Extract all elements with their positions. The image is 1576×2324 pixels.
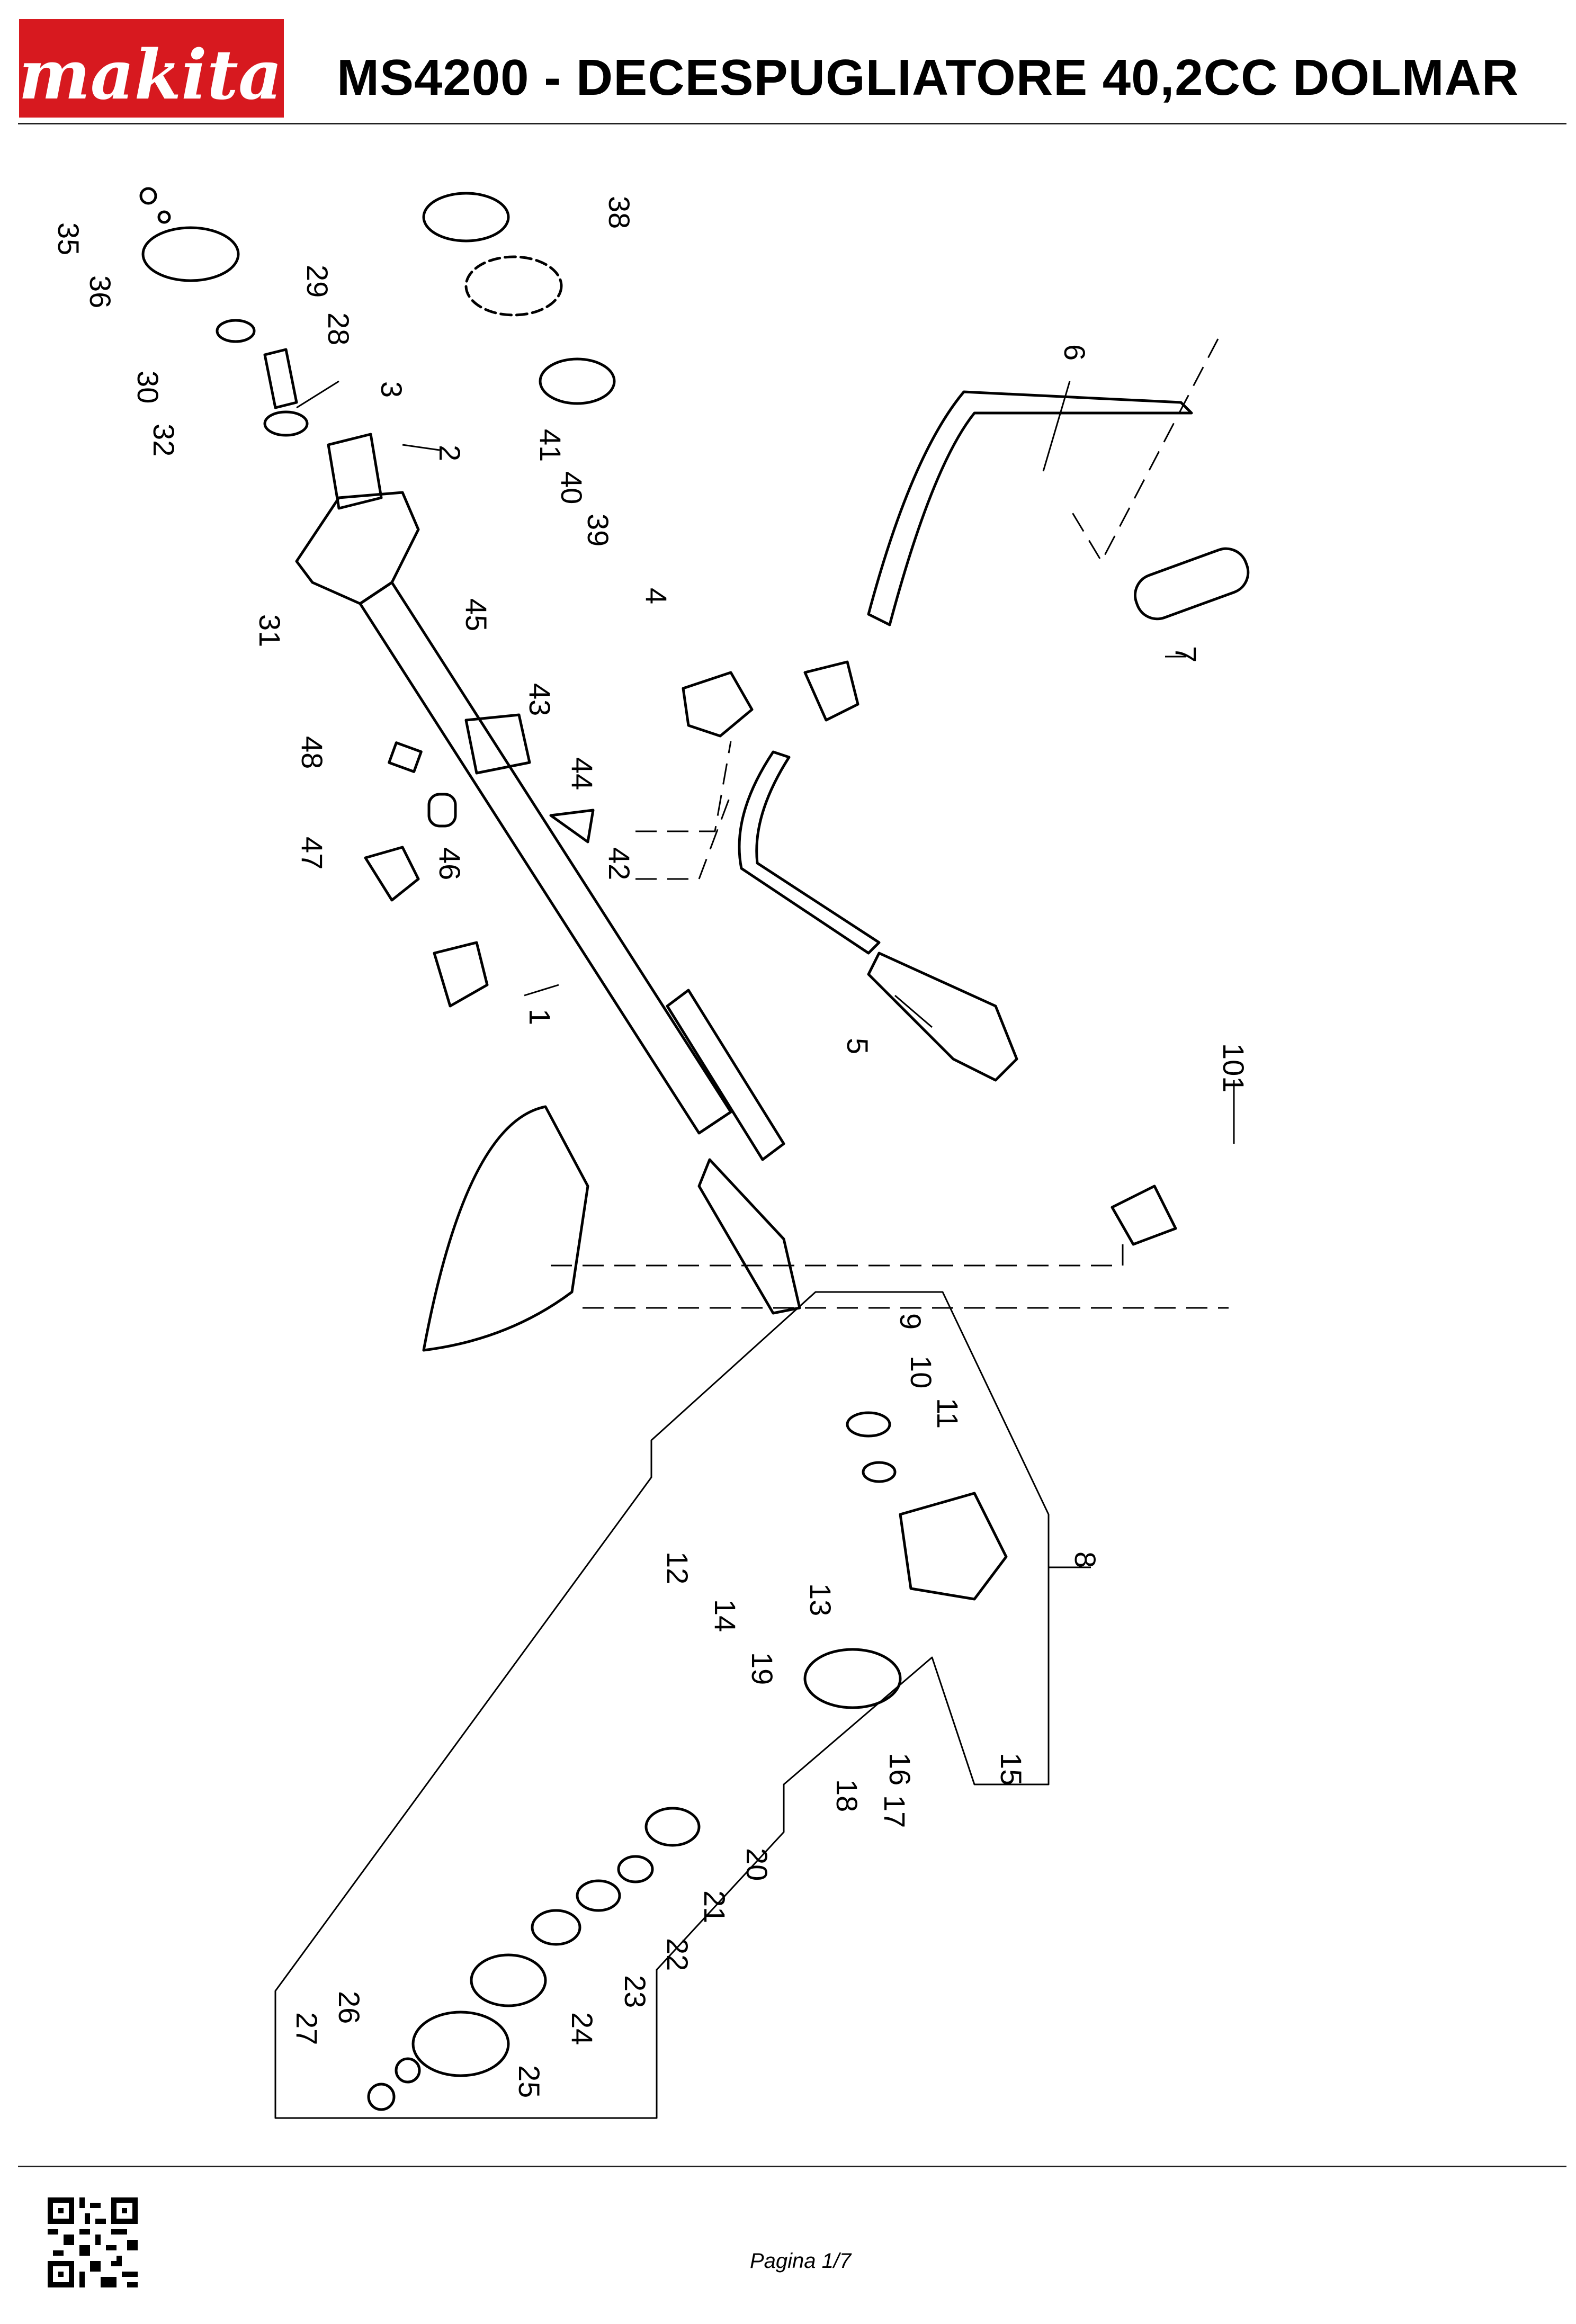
blade-flange: [411, 2011, 510, 2077]
label-part-13: 13: [804, 1583, 837, 1616]
label-part-47: 47: [296, 837, 329, 869]
label-part-5: 5: [841, 1038, 874, 1054]
label-part-30: 30: [131, 371, 165, 403]
label-part-3: 3: [375, 381, 408, 398]
label-part-41: 41: [534, 429, 567, 462]
exploded-parts-diagram: 1 2 3 4 5 6 7 8 9 10 11 12 13 14 15 16 1…: [52, 187, 1250, 2119]
makita-logo: makita: [19, 19, 284, 118]
label-part-20: 20: [740, 1848, 774, 1881]
label-part-29: 29: [301, 265, 334, 298]
label-part-24: 24: [566, 2012, 599, 2045]
cutter-guard: [422, 1105, 589, 1352]
label-part-35: 35: [52, 222, 85, 255]
label-part-12: 12: [661, 1551, 694, 1584]
label-part-6: 6: [1058, 344, 1091, 361]
label-part-27: 27: [290, 2012, 324, 2045]
logo-text: makita: [19, 35, 282, 115]
label-part-36: 36: [84, 275, 117, 308]
footer-divider: [18, 2166, 1566, 2167]
label-part-21: 21: [698, 1890, 731, 1923]
label-part-25: 25: [513, 2065, 546, 2098]
qr-code: [48, 2197, 138, 2287]
label-part-32: 32: [147, 424, 181, 456]
engine-mount-housing: [295, 491, 420, 605]
label-part-17: 17: [878, 1795, 911, 1828]
page-title: MS4200 - DECESPUGLIATORE 40,2CC DOLMAR: [337, 49, 1519, 106]
label-part-11: 11: [931, 1398, 964, 1429]
label-part-7: 7: [1169, 646, 1203, 662]
grip: [1134, 547, 1250, 621]
page-number: Pagina 1/7: [750, 2249, 852, 2273]
label-part-23: 23: [619, 1975, 652, 2008]
label-part-15: 15: [995, 1753, 1028, 1785]
label-part-45: 45: [460, 598, 493, 631]
header-divider: [18, 123, 1566, 124]
label-part-44: 44: [566, 757, 599, 790]
label-part-43: 43: [523, 683, 557, 716]
main-shaft: [359, 581, 732, 1135]
label-part-28: 28: [322, 312, 355, 345]
clutch-drum: [141, 226, 240, 282]
label-part-31: 31: [253, 614, 286, 647]
label-part-39: 39: [581, 514, 615, 546]
label-part-4: 4: [640, 588, 673, 604]
handle-clamp: [682, 671, 754, 738]
label-part-2: 2: [433, 445, 467, 461]
label-part-9: 9: [894, 1313, 927, 1330]
label-part-16: 16: [883, 1753, 917, 1785]
handlebar: [867, 390, 1193, 626]
gear-head: [899, 1492, 1008, 1601]
label-part-40: 40: [555, 471, 588, 504]
label-part-18: 18: [830, 1779, 864, 1812]
throttle-handle: [867, 952, 1018, 1082]
label-part-14: 14: [709, 1599, 742, 1632]
label-part-48: 48: [296, 736, 329, 769]
label-part-101: 101: [1217, 1043, 1250, 1092]
engine-cover: [422, 192, 510, 243]
label-part-22: 22: [661, 1938, 694, 1971]
label-part-8: 8: [1069, 1551, 1102, 1568]
label-part-46: 46: [433, 847, 467, 880]
label-part-42: 42: [603, 847, 636, 880]
label-part-26: 26: [333, 1991, 366, 2024]
label-part-10: 10: [905, 1356, 938, 1388]
label-part-19: 19: [746, 1652, 779, 1685]
label-part-38: 38: [603, 196, 636, 229]
label-part-1: 1: [523, 1009, 557, 1025]
